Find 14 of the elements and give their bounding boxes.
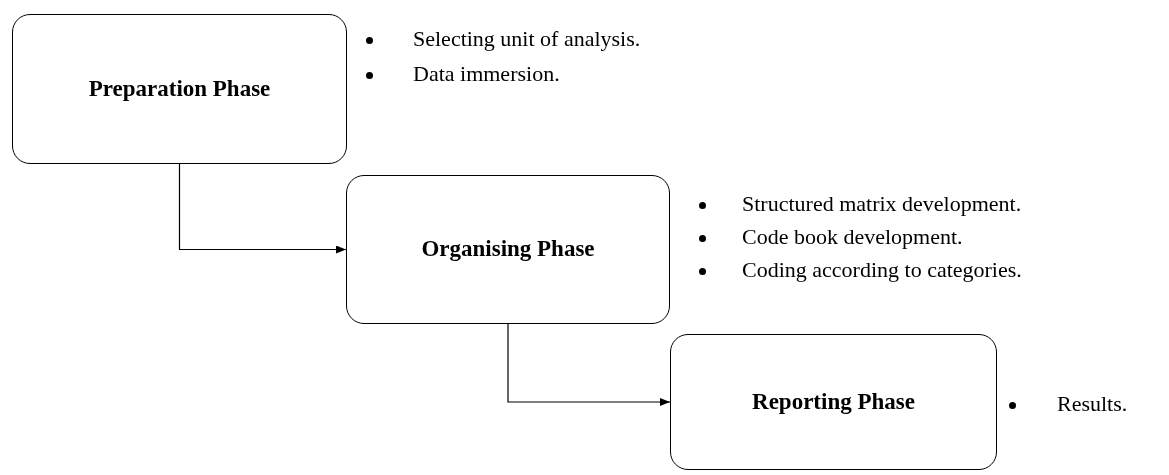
phase-title: Preparation Phase (88, 74, 271, 103)
bullet-text: Data immersion. (413, 60, 560, 88)
arrow (178, 163, 347, 254)
bullet-text: Selecting unit of analysis. (413, 25, 641, 53)
bullet-text: Structured matrix development. (742, 190, 1022, 218)
phase-title: Reporting Phase (752, 387, 915, 416)
phase-box (670, 334, 997, 470)
phase-box (346, 175, 670, 324)
bullet-text: Coding according to categories. (742, 256, 1022, 284)
phase-box (12, 14, 347, 164)
phase-title: Organising Phase (421, 235, 595, 264)
arrow (507, 323, 671, 406)
bullet-text: Code book development. (742, 223, 963, 251)
bullet-text: Results. (1057, 390, 1128, 418)
